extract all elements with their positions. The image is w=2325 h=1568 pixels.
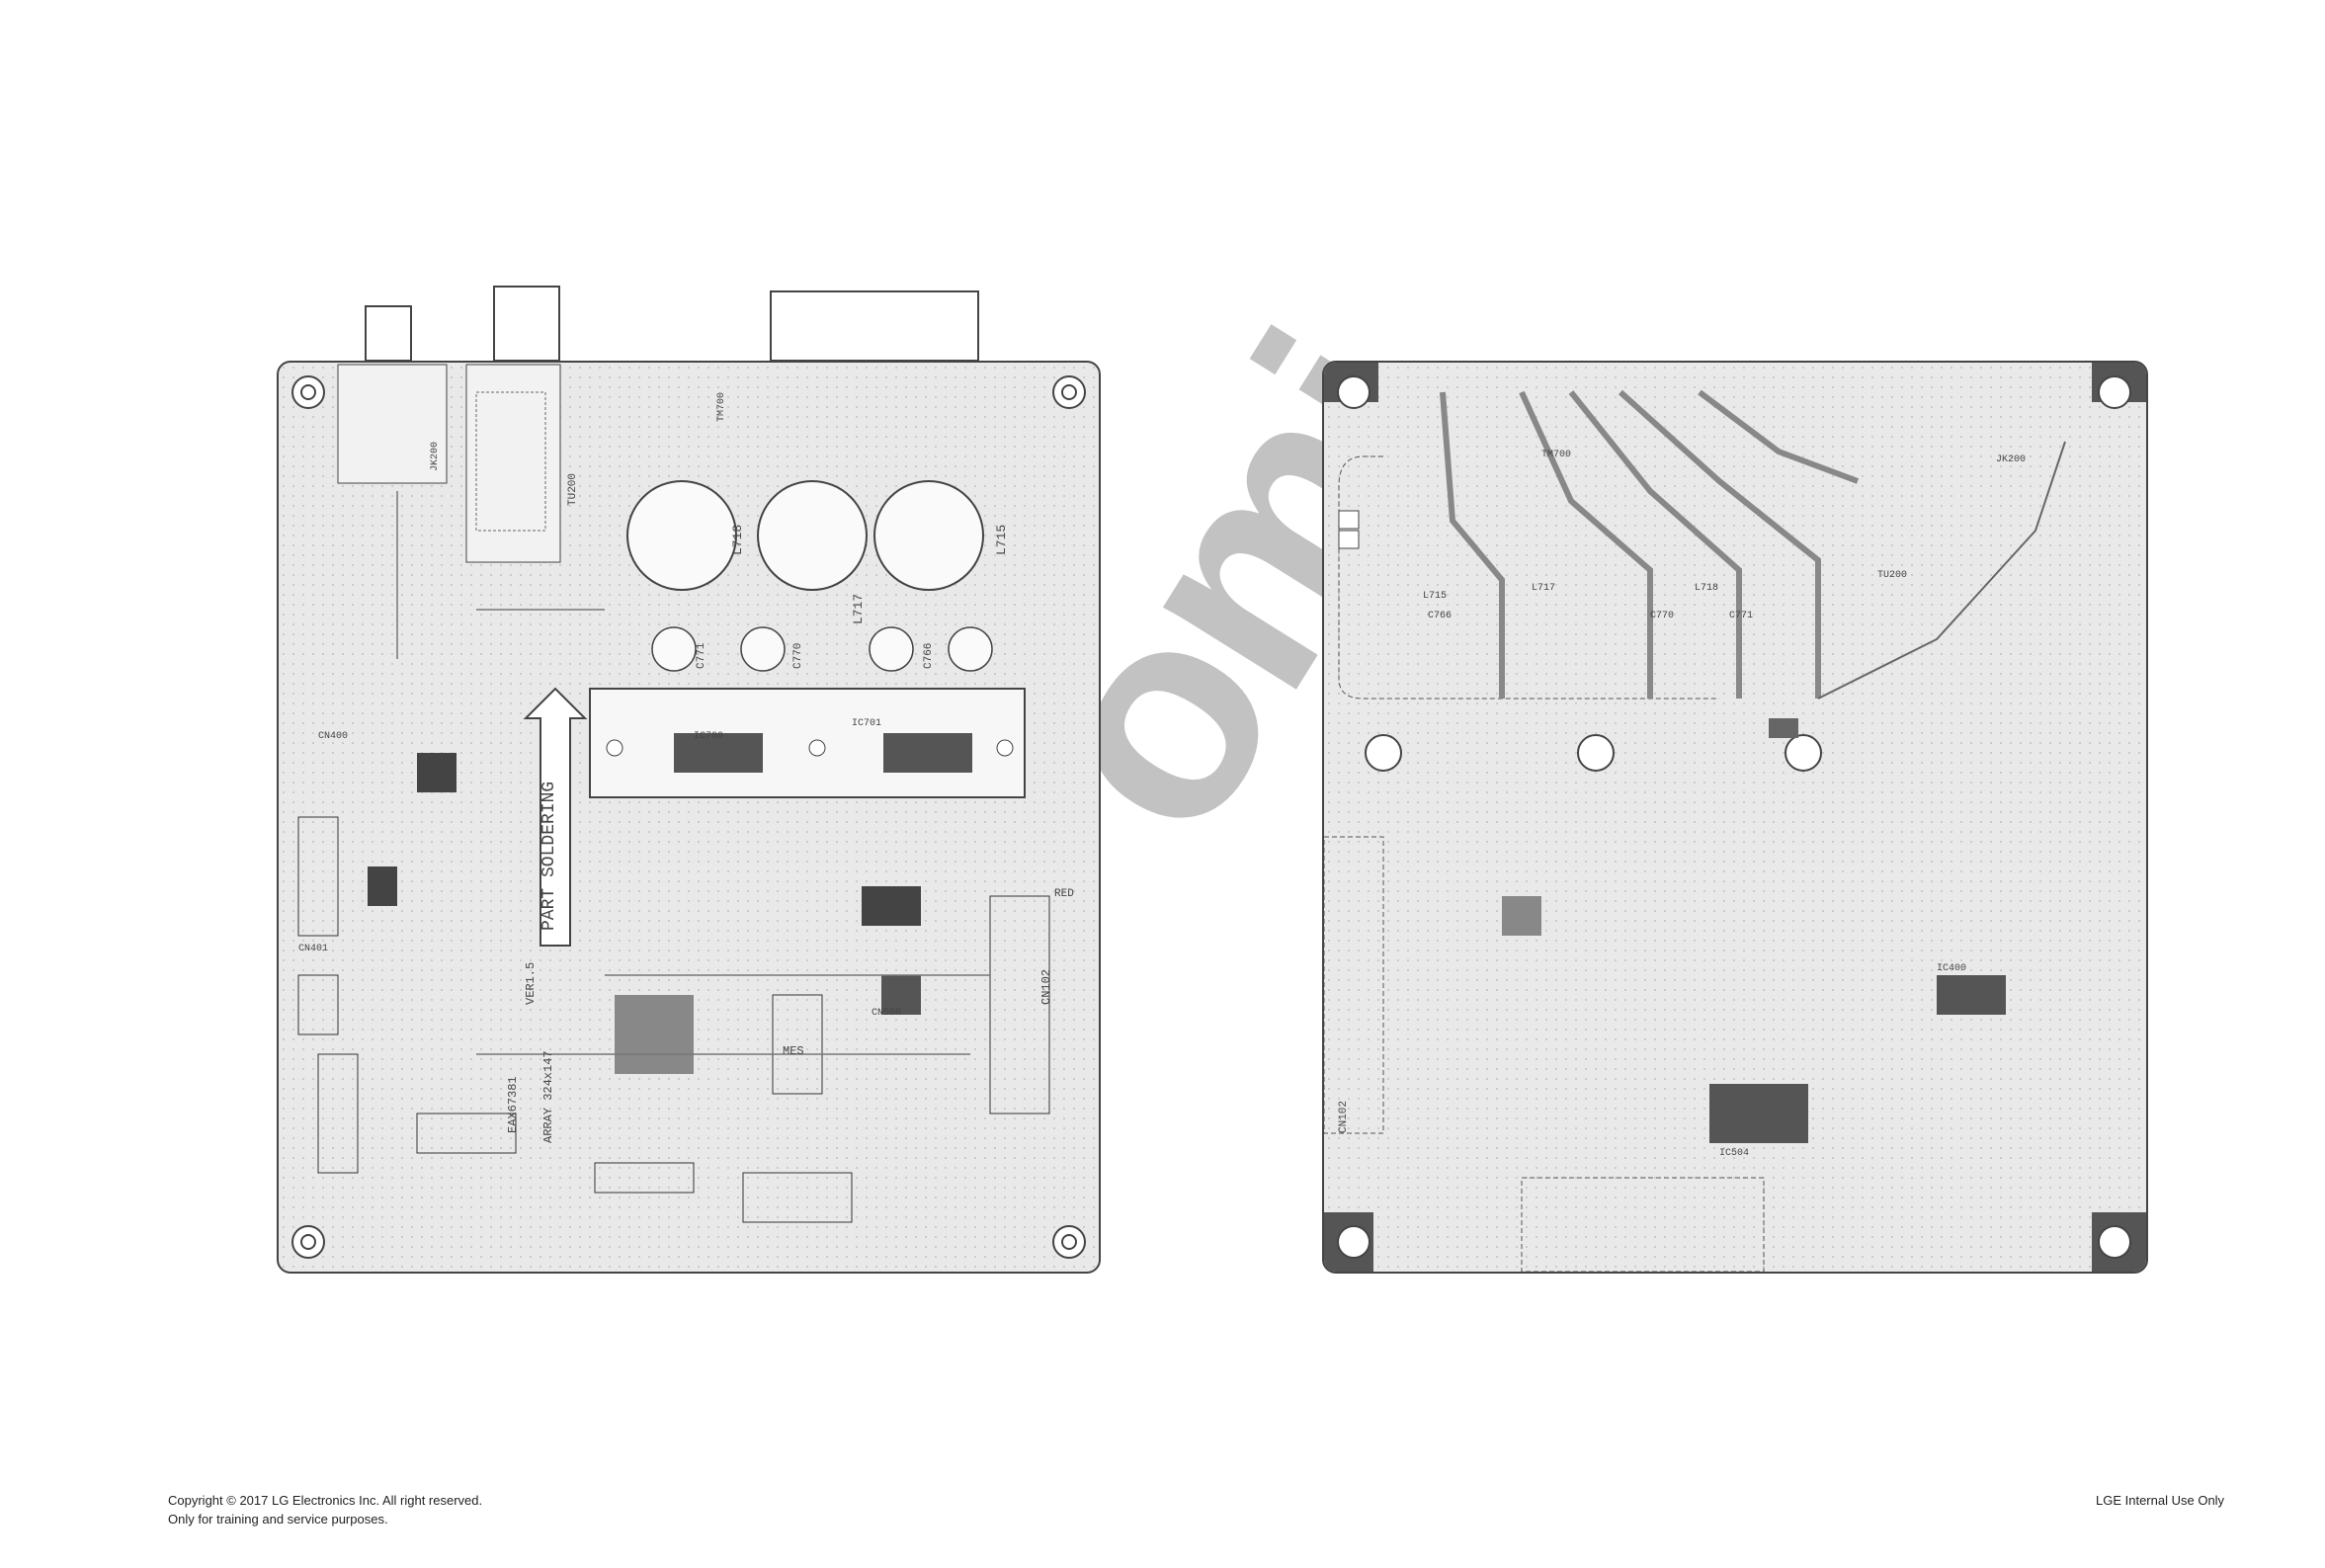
pcb-top-side: IC700 IC701 L718 L717 L715 C771 C770 C76… (277, 361, 1101, 1274)
label-mes: MES (783, 1044, 804, 1058)
label-l717: L717 (851, 594, 866, 624)
label-jk200: JK200 (430, 442, 441, 471)
label-board-ver: VER1.5 (524, 962, 538, 1005)
label-array-info: ARRAY 324x147 (541, 1050, 555, 1143)
label-cn500: CN500 (872, 1008, 901, 1019)
internal-use-label: LGE Internal Use Only (2096, 1493, 2225, 1508)
label-board-code: EAX67381 (506, 1076, 520, 1133)
label-c771: C771 (696, 642, 707, 669)
copyright-line-1: Copyright © 2017 LG Electronics Inc. All… (168, 1493, 483, 1508)
bottom-label-l717: L717 (1532, 583, 1555, 594)
bottom-label-c766: C766 (1428, 611, 1452, 621)
label-red: RED (1054, 888, 1074, 900)
pcb-bottom-side: IC400 IC504 TM700 L715 L717 L718 C766 C7… (1322, 361, 2148, 1274)
bottom-label-ic400: IC400 (1937, 963, 1966, 974)
bottom-label-jk200: JK200 (1996, 454, 2026, 465)
copyright-line-2: Only for training and service purposes. (168, 1512, 388, 1527)
label-l715: L715 (994, 525, 1009, 555)
bottom-label-ic504: IC504 (1719, 1148, 1749, 1159)
label-tu200: TU200 (567, 473, 579, 506)
label-part-soldering: PART SOLDERING (540, 782, 559, 931)
label-cn400: CN400 (318, 731, 348, 742)
copyright-block: Copyright © 2017 LG Electronics Inc. All… (168, 1491, 482, 1528)
mounting-holes (291, 375, 1086, 1259)
top-board-connectors (365, 286, 979, 362)
label-c766: C766 (923, 643, 935, 669)
label-ic700: IC700 (694, 731, 723, 742)
bottom-label-cn102: CN102 (1338, 1101, 1350, 1133)
bottom-label-l718: L718 (1695, 583, 1718, 594)
bottom-label-c770: C770 (1650, 611, 1674, 621)
label-cn102: CN102 (1039, 969, 1053, 1005)
label-l718: L718 (730, 525, 745, 555)
bottom-label-tu200: TU200 (1877, 570, 1907, 581)
bottom-label-c771: C771 (1729, 611, 1753, 621)
label-c770: C770 (792, 643, 804, 669)
bottom-label-l715: L715 (1423, 591, 1447, 602)
label-ic701: IC701 (852, 718, 881, 729)
bottom-label-tm700: TM700 (1541, 450, 1571, 460)
label-cn401: CN401 (298, 944, 328, 954)
label-tm700: TM700 (716, 392, 727, 422)
